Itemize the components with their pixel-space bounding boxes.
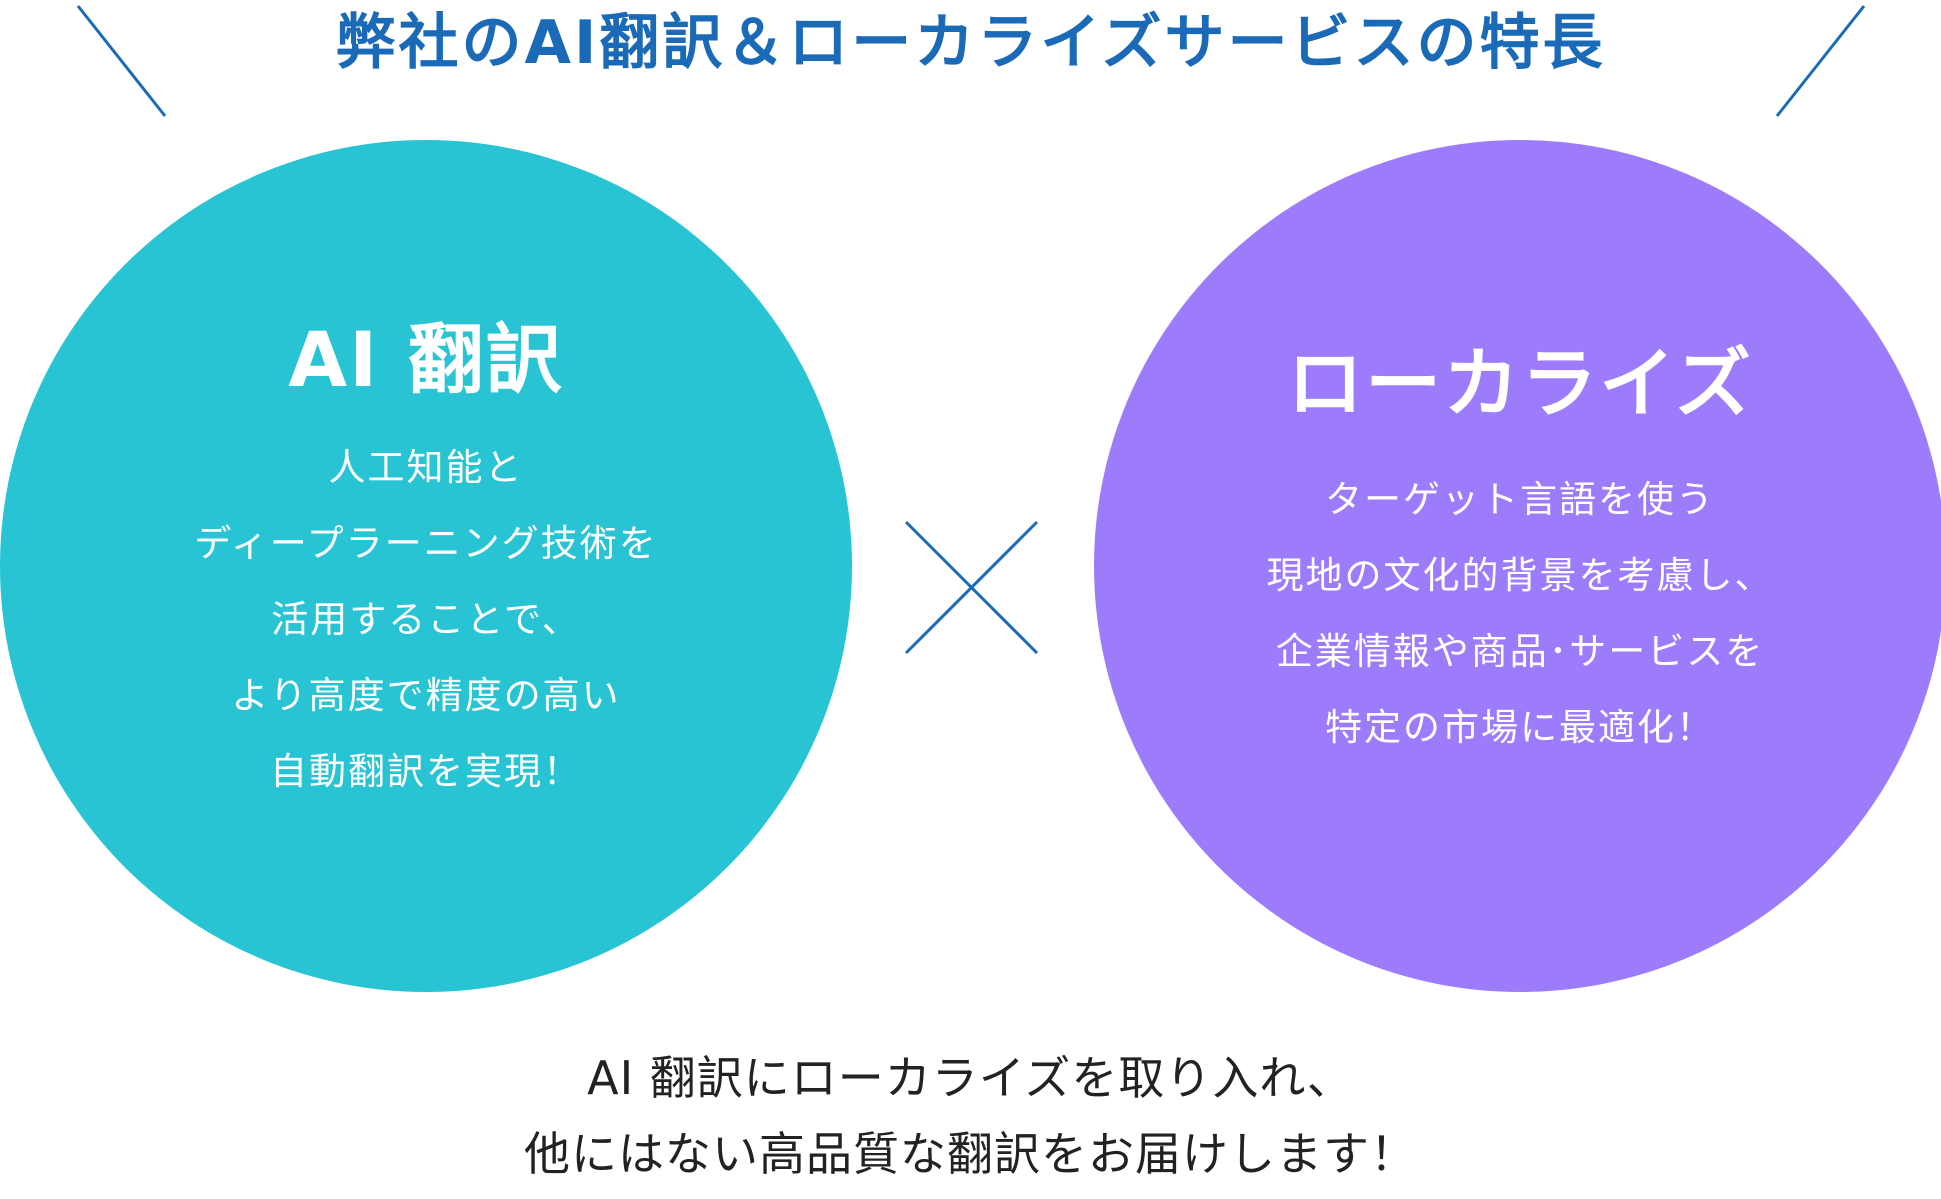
summary-text: AI 翻訳にローカライズを取り入れ、 他にはない高品質な翻訳をお届けします！ [0, 1040, 1941, 1192]
circle-loc-description: ターゲット言語を使う 現地の文化的背景を考慮し、 企業情報や商品･サービスを 特… [1267, 462, 1774, 766]
circle-loc-line: ターゲット言語を使う [1325, 478, 1715, 521]
title-slash-left [76, 5, 167, 117]
circle-loc-line: 企業情報や商品･サービスを [1275, 630, 1765, 673]
page-title: 弊社のAI翻訳＆ローカライズサービスの特長 [335, 8, 1606, 78]
summary-line: AI 翻訳にローカライズを取り入れ、 [587, 1051, 1354, 1105]
circle-ai-line: ディープラーニング技術を [194, 522, 658, 565]
times-icon [904, 520, 1039, 655]
circle-ai-line: 人工知能と [328, 446, 524, 489]
circle-ai-line: 自動翻訳を実現！ [269, 750, 582, 793]
circle-ai-line: 活用することで、 [271, 598, 581, 641]
circle-ai-line: より高度で精度の高い [231, 674, 621, 717]
circle-ai-title: AI 翻訳 [288, 315, 564, 404]
circle-ai-translation: AI 翻訳 人工知能と ディープラーニング技術を 活用することで、 より高度で精… [0, 140, 852, 992]
circle-loc-line: 現地の文化的背景を考慮し、 [1266, 554, 1774, 597]
summary-line: 他にはない高品質な翻訳をお届けします！ [524, 1127, 1417, 1181]
title-decoration [76, 5, 1866, 117]
circle-loc-title: ローカライズ [1287, 339, 1753, 428]
title-slash-right [1775, 5, 1866, 117]
circle-localization: ローカライズ ターゲット言語を使う 現地の文化的背景を考慮し、 企業情報や商品･… [1094, 140, 1941, 992]
circle-ai-description: 人工知能と ディープラーニング技術を 活用することで、 より高度で精度の高い 自… [194, 430, 657, 810]
circle-loc-line: 特定の市場に最適化！ [1325, 706, 1715, 749]
